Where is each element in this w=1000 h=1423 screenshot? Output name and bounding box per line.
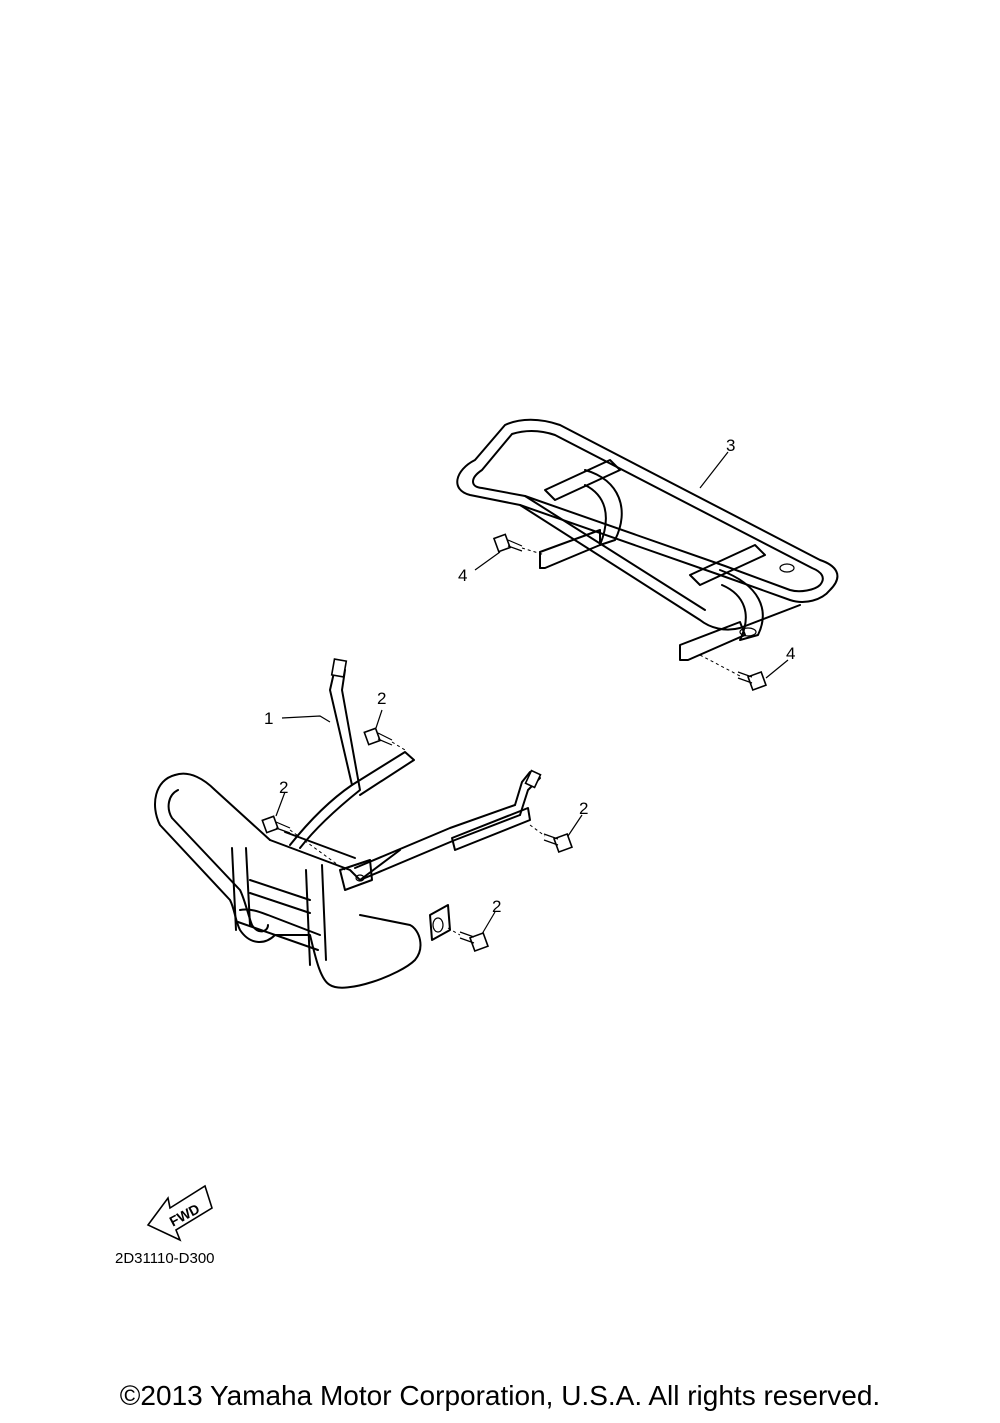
bolt-2-c [543,833,573,853]
bolt-2-b [261,815,291,834]
callout-2: 2 [279,778,289,797]
callout-2: 2 [377,689,387,708]
bolt-4-left [492,533,523,553]
drawing-code: 2D31110-D300 [115,1250,215,1267]
callout-4: 4 [458,566,468,585]
callout-2: 2 [579,799,589,818]
rear-guard-part-3 [456,418,839,691]
copyright-notice: ©2013 Yamaha Motor Corporation, U.S.A. A… [119,1380,881,1411]
callout-2: 2 [492,897,502,916]
bolt-2-d [459,931,489,952]
callout-4: 4 [786,644,796,663]
callout-1: 1 [264,709,274,728]
fwd-arrow-icon: FWD [146,1184,213,1242]
bolt-4-right [737,671,767,691]
front-guard-part-1 [154,658,583,989]
callout-3: 3 [726,436,736,455]
bolt-2-a [363,727,393,746]
